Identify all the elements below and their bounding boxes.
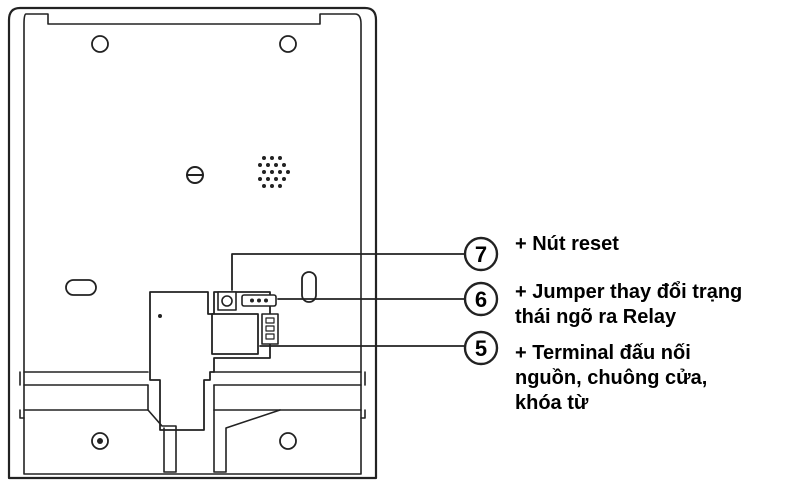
callout-5-line-1: + Terminal đấu nối [515,342,691,364]
pcb-dot [158,314,162,318]
leader-line-7 [231,253,465,291]
bottom-hole-left [91,432,109,450]
callout-description-5: + Terminal đấu nối nguồn, chuông cửa, kh… [515,341,707,416]
callout-6-line-1: + Jumper thay đổi trạng [515,281,743,303]
callout-6-line-2: thái ngõ ra Relay [515,306,677,328]
oval-slot-right [301,271,317,303]
device-outer-shell [7,6,378,480]
bottom-rails [19,371,366,419]
oval-slot-left [65,279,97,296]
mounting-hole-top-left [91,35,109,53]
callout-description-6: + Jumper thay đổi trạng thái ngõ ra Rela… [515,280,742,330]
relay-jumper [241,294,277,307]
speaker-grille [258,156,290,188]
terminal-block [211,313,279,355]
callout-number-5: 5 [475,336,487,361]
reset-button [217,291,237,311]
center-screw [186,166,204,184]
callout-number-7: 7 [475,242,487,267]
callout-marker-6: 6 [463,281,499,317]
callout-7-line-1: + Nút reset [515,233,619,255]
callout-marker-5: 5 [463,330,499,366]
callout-description-7: + Nút reset [515,232,619,257]
callout-5-line-2: nguồn, chuông cửa, [515,367,708,389]
callout-marker-7: 7 [463,236,499,272]
leg-supports [147,384,281,473]
callout-5-line-3: khóa từ [515,392,589,414]
bottom-hole-right [279,432,297,450]
callout-number-6: 6 [475,287,487,312]
device-inner-wall [23,13,362,475]
mounting-hole-top-right [279,35,297,53]
